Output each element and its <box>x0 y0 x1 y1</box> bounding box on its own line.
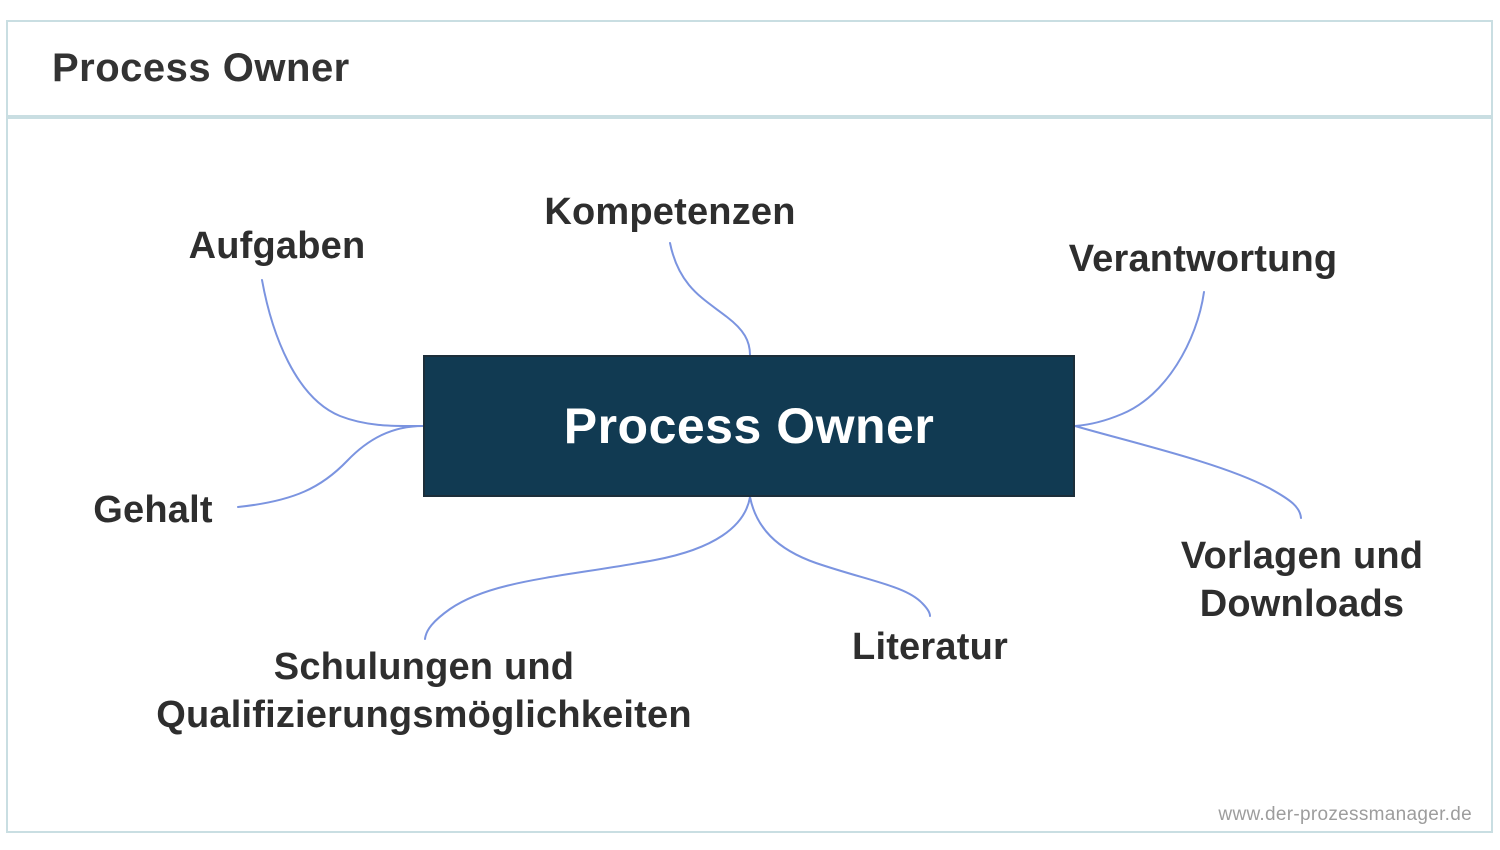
center-node: Process Owner <box>423 355 1075 497</box>
node-label-vorlagen: Vorlagen und Downloads <box>1180 534 1424 625</box>
node-label-literatur: Literatur <box>852 625 1008 668</box>
node-label-kompetenzen: Kompetenzen <box>544 190 796 233</box>
center-node-label: Process Owner <box>563 398 935 454</box>
node-label-verantwortung: Verantwortung <box>1068 237 1338 280</box>
page-title: Process Owner <box>52 46 350 90</box>
node-label-schulungen: Schulungen und Qualifizierungsmöglichkei… <box>156 645 692 736</box>
footer-url: www.der-prozessmanager.de <box>1218 804 1472 825</box>
header-bar: Process Owner <box>6 20 1493 117</box>
node-label-gehalt: Gehalt <box>93 488 213 531</box>
node-label-aufgaben: Aufgaben <box>188 224 366 267</box>
